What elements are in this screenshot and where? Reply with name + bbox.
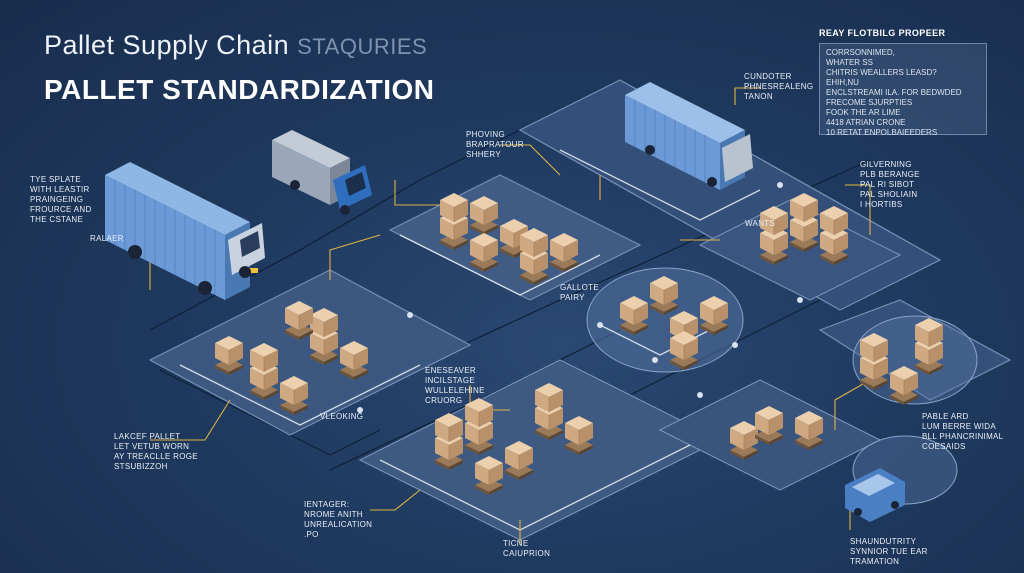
title-main-text: Pallet Supply Chain [44, 30, 290, 60]
truck-top-right [625, 82, 753, 190]
label-bottom-left: IENTAGER: NROME ANITH UNREALICATION .PO [304, 500, 373, 539]
label-left-top: TYE SPLATE WITH LEASTIR PRAINGEING FROUR… [30, 175, 92, 224]
info-panel: REAY FLOTBILG PROPEER CORRSONNIMED, WHAT… [819, 28, 987, 137]
info-panel-item: ENCLSTREAMI ILA. FOR BEDWDED [826, 88, 962, 97]
info-panel-item: CHITRIS WEALLERS LEASD? [826, 68, 937, 77]
label-left-bottom: LAKCEF PALLET LET VETUB WORN AY TREACLLE… [114, 432, 198, 471]
delivery-van [845, 468, 905, 522]
label-bottom-right: SHAUNDUTRITY SYNNIOR TUE EAR TRAMATION [850, 537, 928, 566]
info-panel-item: WHATER SS [826, 58, 873, 67]
label-truck-left: RALAER [90, 234, 124, 243]
info-panel-list: CORRSONNIMED, WHATER SS CHITRIS WEALLERS… [819, 43, 987, 137]
info-panel-item: FRECOME SJURPTIES [826, 98, 913, 107]
info-panel-item: 4418 ATRIAN CRONE [826, 118, 906, 127]
platform-center [358, 359, 722, 541]
label-gallote: GALLOTE PAIRY [560, 283, 600, 302]
info-panel-item: CORRSONNIMED, [826, 48, 895, 57]
label-vlecking: VLEOKING [320, 412, 364, 421]
label-right-top: GILVERNING PLB BERANGE PAL RI SIBOT PAL … [860, 160, 920, 209]
truck-grey [272, 130, 372, 215]
main-title-line2: PALLET STANDARDIZATION [44, 74, 435, 105]
platform-left-warehouse [148, 269, 472, 436]
info-panel-item: EHIH,NU [826, 78, 859, 87]
info-panel-item: 10 RETAT ENPOLBAIEEDERS [826, 128, 938, 137]
truck-left [105, 162, 265, 300]
label-right-mid: PABLE ARD LUM BERRE WIDA BLL PHANCRINIMA… [922, 412, 1004, 451]
info-panel-item: FOOK THE AR LIME [826, 108, 901, 117]
node-markers [357, 182, 803, 413]
label-bottom-center: TICNE CAIUPRION [503, 539, 551, 558]
info-panel-heading: REAY FLOTBILG PROPEER [819, 28, 946, 38]
label-truck-top: CUNDOTER PHNESREALENG TANON [744, 72, 814, 101]
main-title-line1: Pallet Supply Chain STAQURIES [44, 30, 427, 61]
label-center-top: PHOVING BRAPRATOUR SHHERY [466, 130, 524, 159]
label-wants: WANTS [745, 219, 776, 228]
title-ghost-text: STAQURIES [297, 34, 428, 59]
label-center-mid: ENESEAVER INCILSTAGE WULLELEHINE CRUORG [425, 366, 485, 405]
